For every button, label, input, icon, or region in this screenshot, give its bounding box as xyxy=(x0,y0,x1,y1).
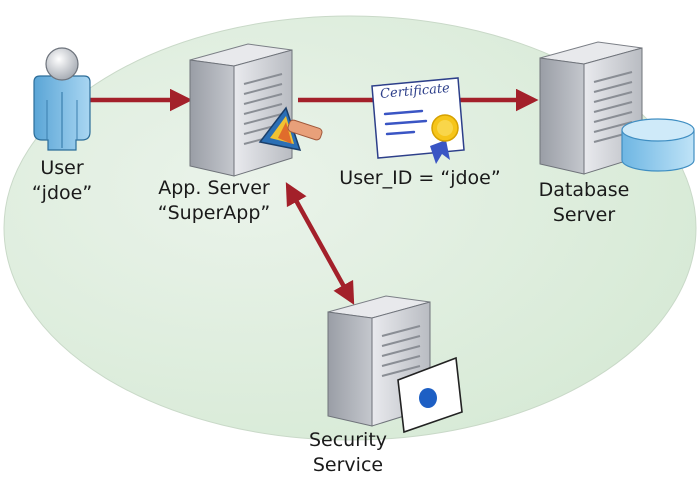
database-server-label-line1: Database xyxy=(538,179,630,201)
security-service-label-line1: Security xyxy=(308,429,388,451)
certificate-icon xyxy=(371,77,465,164)
app-server-label: App. Server “SuperApp” xyxy=(158,176,270,226)
database-server-label-line2: Server xyxy=(552,204,616,226)
user-icon xyxy=(33,47,91,151)
user-label-line2: “jdoe” xyxy=(31,182,93,204)
app-server-label-line2: “SuperApp” xyxy=(157,202,271,224)
database-server-label: Database Server xyxy=(539,178,630,228)
application-badge-icon xyxy=(258,106,323,151)
user-label: User “jdoe” xyxy=(32,156,92,206)
database-cylinder-icon xyxy=(621,118,695,172)
security-service-label-line2: Service xyxy=(312,454,384,476)
security-service-label: Security Service xyxy=(309,428,387,478)
app-server-label-line1: App. Server xyxy=(158,177,270,199)
certificate-caption: User_ID = “jdoe” xyxy=(339,167,501,189)
security-token-card xyxy=(397,356,463,434)
app-server-icon xyxy=(189,43,293,177)
arrow-app-security xyxy=(285,182,355,305)
user-label-line1: User xyxy=(40,157,84,179)
